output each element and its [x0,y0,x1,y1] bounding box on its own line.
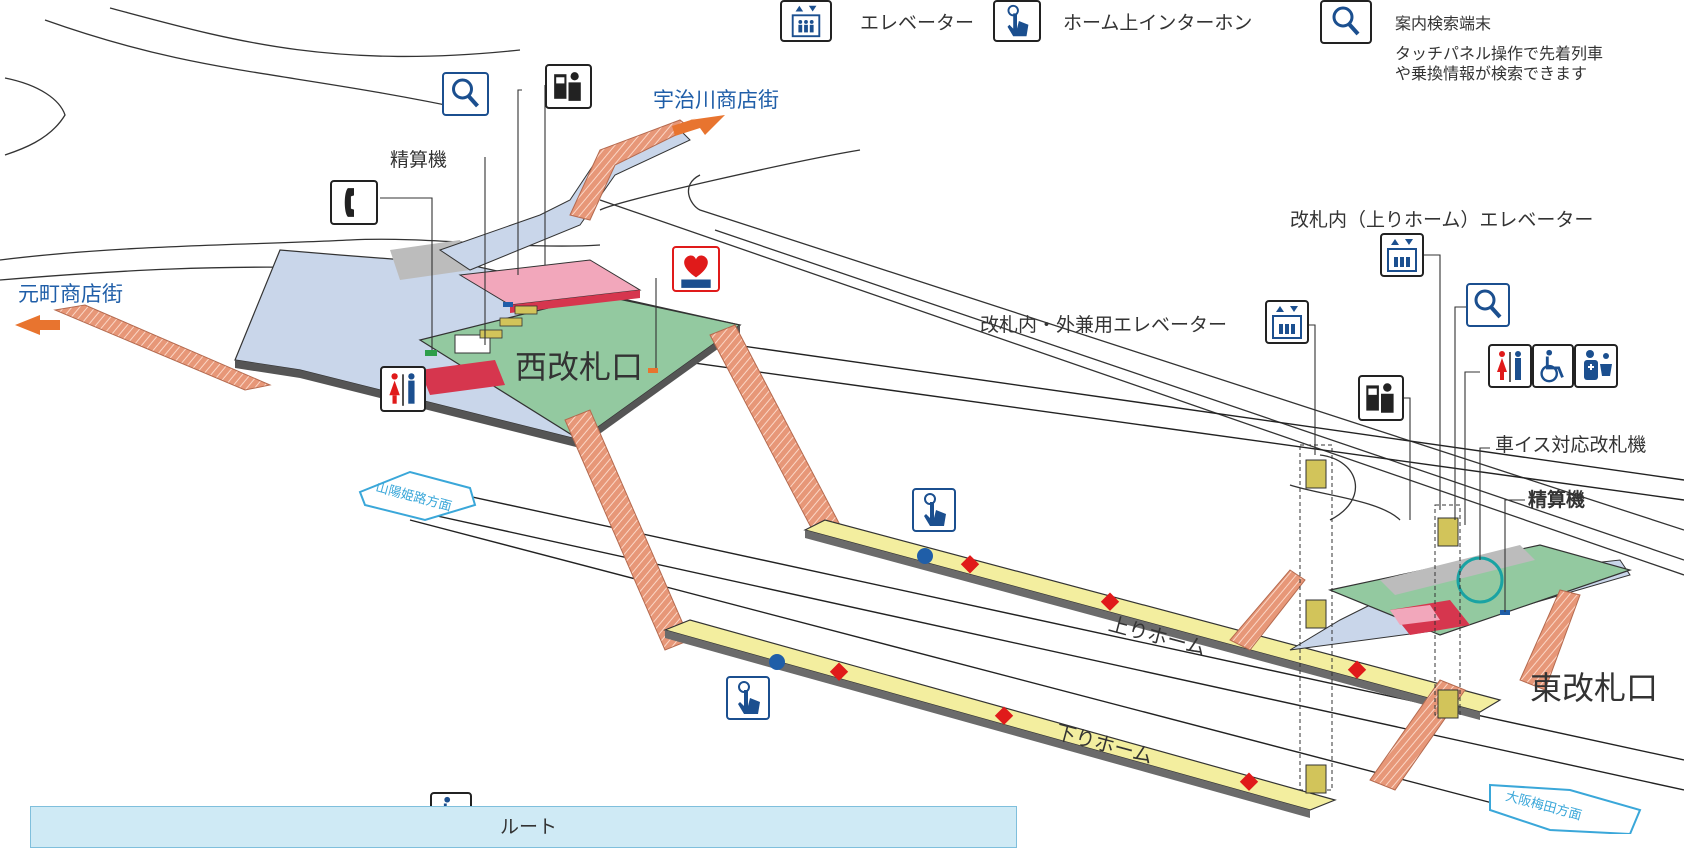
west-gate-label: 西改札口 [515,348,644,386]
wheelchair-icon [1532,344,1574,388]
east-concourse [1229,544,1633,791]
shared-elevator-label: 改札内・外兼用エレベーター [980,314,1228,336]
wheelchair-gate-label: 車イス対応改札機 [1495,434,1647,456]
fare-adjust-west-label: 精算機 [390,149,448,171]
fare-adjust-east-label: 精算機 [1528,489,1586,511]
search-icon [1320,0,1372,44]
direction-arrows [15,115,1642,834]
street-outlines [0,7,1684,576]
motomachi-label: 元町商店街 [18,282,123,306]
legend-elevator-label: エレベーター [860,12,975,34]
ticket-machine-icon [1358,375,1404,421]
intercom-icon [726,676,770,720]
intercom-icon [993,0,1041,42]
baby-care-icon [1574,344,1618,388]
track-lines [409,319,1684,806]
route-label: ルート [500,816,558,838]
legend-search-label: 案内検索端末 [1395,14,1492,33]
aed-icon [672,246,720,292]
search-icon [442,72,489,116]
platform-markers [769,548,1367,791]
restroom-icon [380,366,426,412]
ticket-machine-icon [545,64,592,109]
east-gate-label: 東改札口 [1530,669,1659,707]
restroom-icon [1488,344,1532,388]
elevator-icon [780,0,832,42]
elevator-cars [1305,459,1459,794]
west-stairs [53,119,841,651]
legend-intercom-label: ホーム上インターホン [1063,12,1253,34]
intercom-icon [912,488,956,532]
west-concourse [234,240,742,448]
legend-search-desc-1: タッチパネル操作で先着列車 [1395,44,1604,63]
legend-search-desc-2: や乗換情報が検索できます [1395,64,1588,83]
phone-icon [330,180,378,225]
elevator-icon [1265,300,1309,344]
elevator-icon [1380,233,1424,277]
search-icon [1466,283,1510,327]
ujigawa-label: 宇治川商店街 [653,88,779,112]
inner-up-elevator-label: 改札内（上りホーム）エレベーター [1290,209,1594,231]
